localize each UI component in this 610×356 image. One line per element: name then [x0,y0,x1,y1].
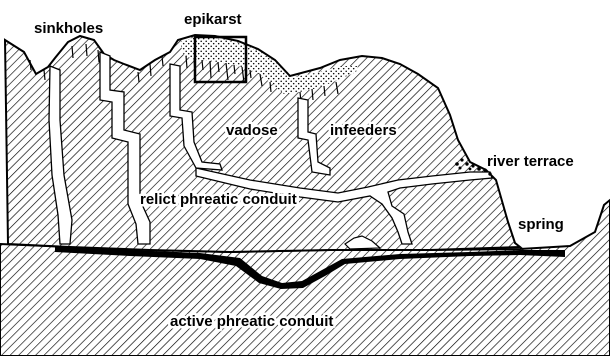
label-relict-conduit: relict phreatic conduit [140,191,297,208]
label-epikarst: epikarst [184,11,242,28]
label-sinkholes: sinkholes [34,20,103,37]
label-vadose: vadose [226,122,278,139]
label-river-terrace: river terrace [487,153,574,170]
label-infeeders: infeeders [330,122,397,139]
label-active-conduit: active phreatic conduit [170,313,333,330]
label-spring: spring [518,216,564,233]
